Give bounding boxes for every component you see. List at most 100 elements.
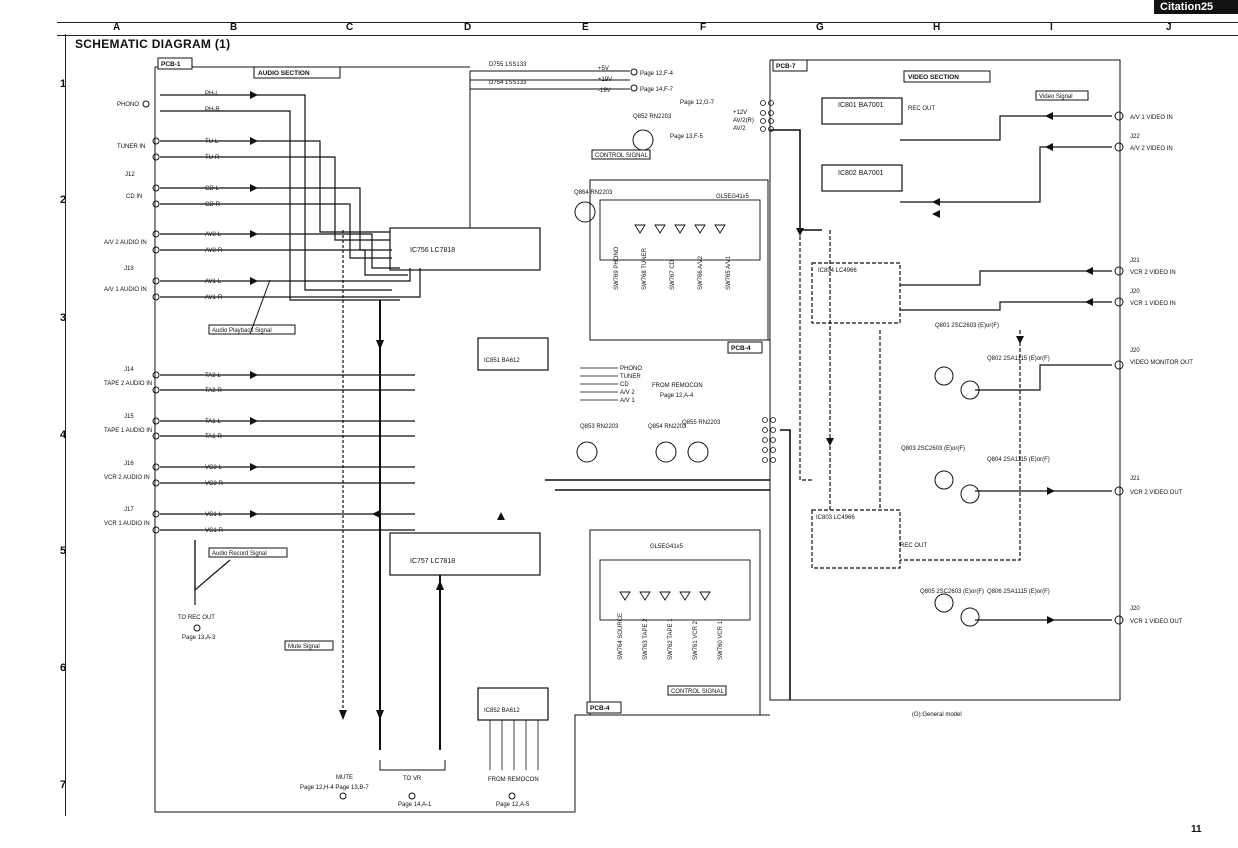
q801-label: Q801 2SC2603 (E)or(F) bbox=[935, 323, 999, 329]
trace bbox=[160, 268, 411, 282]
led-array-top-label: GL5EG41x5 bbox=[716, 194, 750, 200]
audio-ic-labels: IC756 LC7818 IC757 LC7818 IC851 BA612 IC… bbox=[410, 247, 520, 714]
ic852-label: IC852 BA612 bbox=[484, 708, 520, 714]
plus5-ref: Page 12,F-4 bbox=[640, 71, 674, 77]
line-label: VC1-R bbox=[205, 528, 224, 534]
page-title: SCHEMATIC DIAGRAM (1) bbox=[75, 37, 231, 51]
playback-leader bbox=[249, 279, 271, 335]
ic803-label: IC803 LC4966 bbox=[816, 515, 855, 521]
q805-label: Q805 2SC2603 (E)or(F) bbox=[920, 589, 984, 595]
column-label: A bbox=[113, 22, 121, 33]
input-name-av2: A/V 2 AUDIO IN bbox=[104, 240, 147, 246]
ic851-body bbox=[477, 337, 549, 371]
ic757-body bbox=[389, 532, 541, 576]
page-ref-f5: Page 13,F-5 bbox=[670, 134, 704, 140]
transistor-q853 bbox=[576, 441, 598, 463]
remocon-item: A/V 2 bbox=[620, 390, 635, 396]
switch-label: SW764 SOURCE bbox=[618, 613, 624, 660]
video-jacks bbox=[1114, 111, 1124, 625]
input-jack-tape2: J14 bbox=[124, 367, 134, 373]
q855-label: Q855 RN2203 bbox=[682, 420, 721, 426]
transistor-labels: Q852 RN2203 Q864 RN2203 Q853 RN2203 Q854… bbox=[574, 114, 1050, 595]
column-label: D bbox=[464, 22, 472, 33]
trace bbox=[160, 94, 392, 291]
remocon-item: PHONO bbox=[620, 366, 642, 372]
video-traces bbox=[545, 115, 1112, 700]
arrow bbox=[250, 91, 258, 99]
plus5-label: +5V bbox=[598, 66, 609, 72]
led-icon bbox=[674, 224, 686, 234]
line-label: VC1-L bbox=[205, 512, 223, 518]
line-label: TA1-L bbox=[205, 419, 222, 425]
video-jack-name: VCR 1 VIDEO OUT bbox=[1130, 619, 1183, 625]
transistor-q864 bbox=[574, 201, 596, 223]
video-jack-id: J20 bbox=[1130, 606, 1140, 612]
video-section-box bbox=[903, 70, 991, 83]
power-rail bbox=[469, 68, 638, 228]
pin bbox=[770, 457, 776, 463]
arrow bbox=[436, 580, 444, 590]
vcr2-l-jack bbox=[152, 463, 160, 471]
mute-signal-box bbox=[284, 640, 334, 651]
led-array-bottom-label: GL5EG41x5 bbox=[650, 544, 684, 550]
trace bbox=[900, 146, 1112, 203]
rail-terminal bbox=[630, 68, 638, 76]
vcr2-r-jack bbox=[152, 479, 160, 487]
control-signal-2: CONTROL SIGNAL bbox=[671, 689, 724, 695]
av2-video-in-jack bbox=[1114, 142, 1124, 152]
column-label: H bbox=[933, 22, 941, 33]
tape2-r-jack bbox=[152, 386, 160, 394]
phono-jack bbox=[142, 100, 150, 108]
signal-annotations: Audio Playback Signal Audio Record Signa… bbox=[208, 90, 1089, 651]
pcb4-bottom-board bbox=[589, 529, 761, 716]
arrow bbox=[1045, 112, 1053, 120]
rec-out-label: TO REC OUT bbox=[178, 615, 215, 621]
transistor-q854 bbox=[655, 441, 677, 463]
pcb1-label: PCB-1 bbox=[161, 61, 181, 68]
video-ics bbox=[811, 97, 903, 569]
vcr2-video-out-jack bbox=[1114, 486, 1124, 496]
tuner-r-jack bbox=[152, 153, 160, 161]
minus19-ref: Page 14,F-7 bbox=[640, 87, 674, 93]
arrow bbox=[250, 277, 258, 285]
av1-l-jack bbox=[152, 277, 160, 285]
audio-input-labels: PHONO TUNER IN J12 CD IN A/V 2 AUDIO IN … bbox=[104, 102, 152, 527]
mute-ref: Page 12,H-4 Page 13,B-7 bbox=[300, 785, 369, 791]
arrow bbox=[826, 438, 834, 446]
audio-input-jacks bbox=[142, 100, 160, 534]
audio-record-signal: Audio Record Signal bbox=[212, 551, 267, 557]
transistor-q852 bbox=[632, 129, 654, 151]
trace bbox=[160, 187, 392, 251]
video-jack-name: VIDEO MONITOR OUT bbox=[1130, 360, 1193, 366]
pin bbox=[768, 118, 774, 124]
trace bbox=[160, 268, 421, 298]
pcb7-tag bbox=[772, 59, 808, 72]
arrow bbox=[250, 371, 258, 379]
video-signal: Video Signal bbox=[1039, 94, 1073, 100]
pcb7-label: PCB-7 bbox=[776, 63, 796, 70]
arrow bbox=[932, 198, 940, 206]
control-box-2 bbox=[667, 685, 727, 696]
switch-label: SW767 CD bbox=[670, 259, 676, 290]
input-name-tuner: TUNER IN bbox=[117, 144, 145, 150]
control-signal-boxes: CONTROL SIGNAL CONTROL SIGNAL bbox=[591, 149, 727, 696]
remocon-from-bottom: FROM REMOCON bbox=[488, 777, 539, 783]
trace bbox=[799, 230, 812, 481]
led-icon bbox=[694, 224, 706, 234]
led-icon bbox=[679, 591, 691, 601]
page-number: 11 bbox=[1191, 824, 1202, 835]
column-label: E bbox=[582, 22, 589, 33]
section-titles: AUDIO SECTION VIDEO SECTION bbox=[253, 66, 991, 83]
pcb-labels: PCB-1 PCB-7 PCB-4 PCB-4 bbox=[157, 57, 808, 714]
transistor-q803 bbox=[934, 470, 954, 490]
pin bbox=[762, 447, 768, 453]
arrow bbox=[497, 512, 505, 520]
arrow bbox=[250, 137, 258, 145]
arrow bbox=[250, 230, 258, 238]
switch-labels-bottom: SW764 SOURCE SW763 TAPE 2 SW762 TAPE 1 S… bbox=[618, 613, 724, 660]
led-icon bbox=[699, 591, 711, 601]
column-label: C bbox=[346, 22, 354, 33]
switch-label: SW762 TAPE 1 bbox=[668, 618, 674, 660]
av2-r-jack bbox=[152, 246, 160, 254]
ic851-label: IC851 BA612 bbox=[484, 358, 520, 364]
